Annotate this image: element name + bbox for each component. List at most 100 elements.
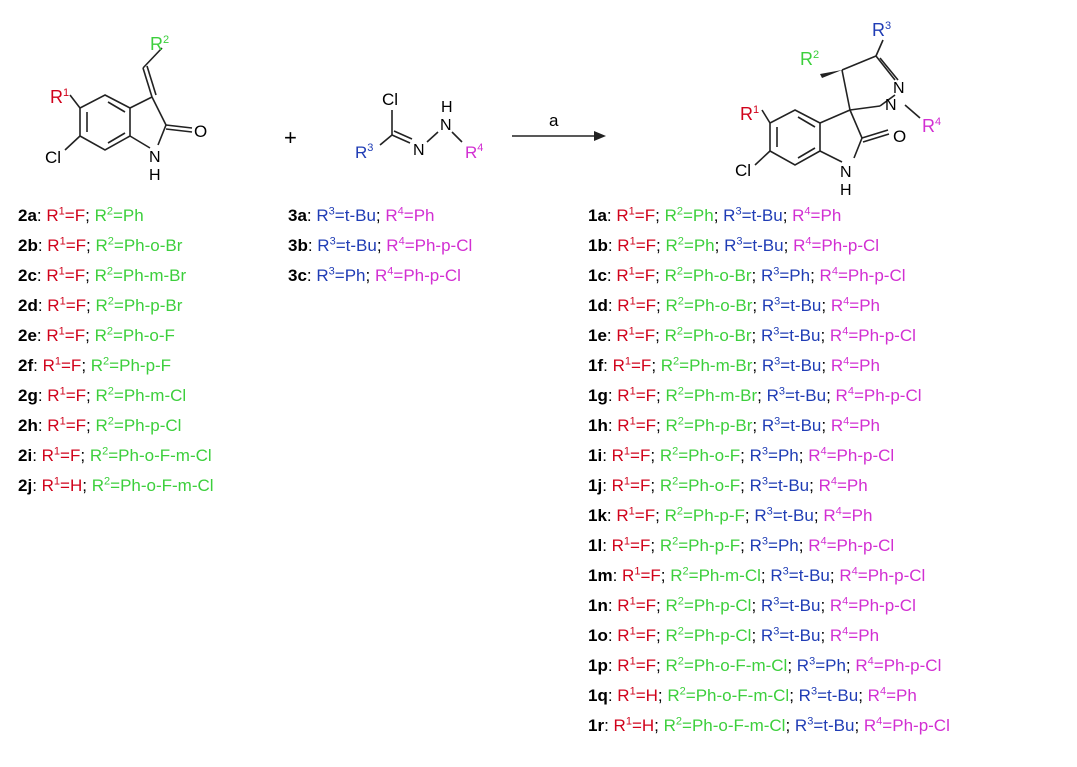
isatin-n: N: [149, 149, 161, 166]
r2-value: Ph-m-Cl: [123, 386, 187, 405]
r2-label: R2=: [664, 205, 693, 225]
compound-id: 1f: [588, 356, 604, 375]
r3-label: R3=: [749, 475, 778, 495]
compound-entry: 2c: R1=F; R2=Ph-m-Br: [18, 265, 187, 285]
r3-label: R3=: [317, 235, 346, 255]
r1-value: H: [641, 716, 655, 735]
compound-entry: 1a: R1=F; R2=Ph; R3=t-Bu; R4=Ph: [588, 205, 842, 225]
r4-label: R4=: [863, 715, 893, 735]
r1-value: F: [644, 326, 656, 345]
r4-value: Ph-p-Cl: [821, 236, 880, 255]
r1-value: F: [70, 356, 82, 375]
r3-label: R3=: [760, 325, 790, 345]
r1-value: F: [75, 296, 87, 315]
isatin-structure: [64, 47, 193, 151]
r4-label: R4=: [829, 625, 859, 645]
compound-id: 2b: [18, 236, 38, 255]
r1-label: R1=: [613, 715, 642, 735]
compound-entry: 1e: R1=F; R2=Ph-o-Br; R3=t-Bu; R4=Ph-p-C…: [588, 325, 916, 345]
r1-value: F: [645, 626, 657, 645]
r2-label: R2=: [663, 715, 692, 735]
isatin-r1: R1: [50, 87, 69, 107]
r2-value: Ph-o-F-m-Cl: [695, 686, 790, 705]
r3-value: Ph: [777, 446, 799, 465]
r4-value: Ph-p-Cl: [863, 386, 922, 405]
plus-sign: +: [284, 125, 297, 150]
r3-value: t-Bu: [798, 566, 830, 585]
compound-entry: 2d: R1=F; R2=Ph-p-Br: [18, 295, 183, 315]
r1-label: R1=: [611, 445, 640, 465]
r2-label: R2=: [665, 295, 694, 315]
compound-entry: 3a: R3=t-Bu; R4=Ph: [288, 205, 435, 225]
r1-label: R1=: [616, 205, 645, 225]
r2-label: R2=: [664, 505, 693, 525]
r3-label: R3=: [761, 355, 791, 375]
r1-value: F: [75, 236, 87, 255]
r2-label: R2=: [91, 475, 121, 495]
r2-value: Ph-o-Br: [692, 266, 752, 285]
r3-label: R3=: [316, 205, 345, 225]
r1-label: R1=: [47, 295, 76, 315]
r1-value: H: [69, 476, 83, 495]
product-r2: R2: [800, 49, 819, 69]
isatin-h: H: [149, 167, 161, 184]
r3-label: R3=: [749, 535, 778, 555]
r4-value: Ph: [851, 506, 873, 525]
r1-label: R1=: [611, 535, 640, 555]
r1-label: R1=: [47, 235, 76, 255]
r1-label: R1=: [617, 415, 646, 435]
r2-value: Ph-m-Br: [693, 386, 758, 405]
r1-value: F: [74, 266, 86, 285]
compound-entry: 1l: R1=F; R2=Ph-p-F; R3=Ph; R4=Ph-p-Cl: [588, 535, 895, 555]
compound-id: 3c: [288, 266, 307, 285]
r4-value: Ph-p-Cl: [883, 656, 942, 675]
product-n-ring: N: [893, 80, 905, 97]
r2-value: Ph-p-F: [692, 506, 745, 525]
r2-label: R2=: [94, 325, 123, 345]
r2-label: R2=: [665, 415, 694, 435]
compound-entry: 2f: R1=F; R2=Ph-p-F: [18, 355, 172, 375]
compound-id: 1o: [588, 626, 608, 645]
compound-entry: 1h: R1=F; R2=Ph-p-Br; R3=t-Bu; R4=Ph: [588, 415, 880, 435]
r2-label: R2=: [95, 415, 124, 435]
r1-label: R1=: [617, 385, 646, 405]
r1-value: F: [74, 206, 86, 225]
r4-value: Ph: [859, 356, 880, 375]
r3-label: R3=: [794, 715, 824, 735]
compound-id: 3a: [288, 206, 307, 225]
compound-entry: 2e: R1=F; R2=Ph-o-F: [18, 325, 175, 345]
r1-label: R1=: [47, 415, 76, 435]
compound-entry: 1j: R1=F; R2=Ph-o-F; R3=t-Bu; R4=Ph: [588, 475, 868, 495]
r4-label: R4=: [835, 385, 864, 405]
r1-label: R1=: [617, 235, 646, 255]
r4-label: R4=: [386, 235, 415, 255]
r3-label: R3=: [760, 265, 790, 285]
isatin-o: O: [194, 122, 207, 141]
r4-value: Ph-p-Cl: [403, 266, 461, 285]
r4-value: Ph: [846, 476, 868, 495]
compound-entry: 1p: R1=F; R2=Ph-o-F-m-Cl; R3=Ph; R4=Ph-p…: [588, 655, 942, 675]
r4-value: Ph: [820, 206, 842, 225]
r4-value: Ph-p-Cl: [892, 716, 950, 735]
r1-label: R1=: [616, 265, 645, 285]
r2-value: Ph-m-Br: [122, 266, 187, 285]
r1-label: R1=: [46, 325, 75, 345]
r2-value: Ph-o-F-m-Cl: [693, 656, 788, 675]
r3-value: Ph: [825, 656, 846, 675]
arrow-label: a: [549, 111, 559, 130]
r1-label: R1=: [617, 595, 646, 615]
r4-value: Ph: [859, 416, 880, 435]
r4-label: R4=: [819, 265, 848, 285]
r1-value: F: [645, 416, 657, 435]
compound-entry: 2a: R1=F; R2=Ph: [18, 205, 144, 225]
r3-value: Ph: [344, 266, 366, 285]
r3-value: t-Bu: [789, 596, 821, 615]
r1-value: F: [645, 656, 657, 675]
r2-label: R2=: [659, 475, 689, 495]
compound-id: 1l: [588, 536, 603, 555]
r3-value: Ph: [777, 536, 799, 555]
r3-value: t-Bu: [790, 416, 822, 435]
r4-label: R4=: [818, 475, 847, 495]
isatin-cl: Cl: [45, 148, 61, 167]
